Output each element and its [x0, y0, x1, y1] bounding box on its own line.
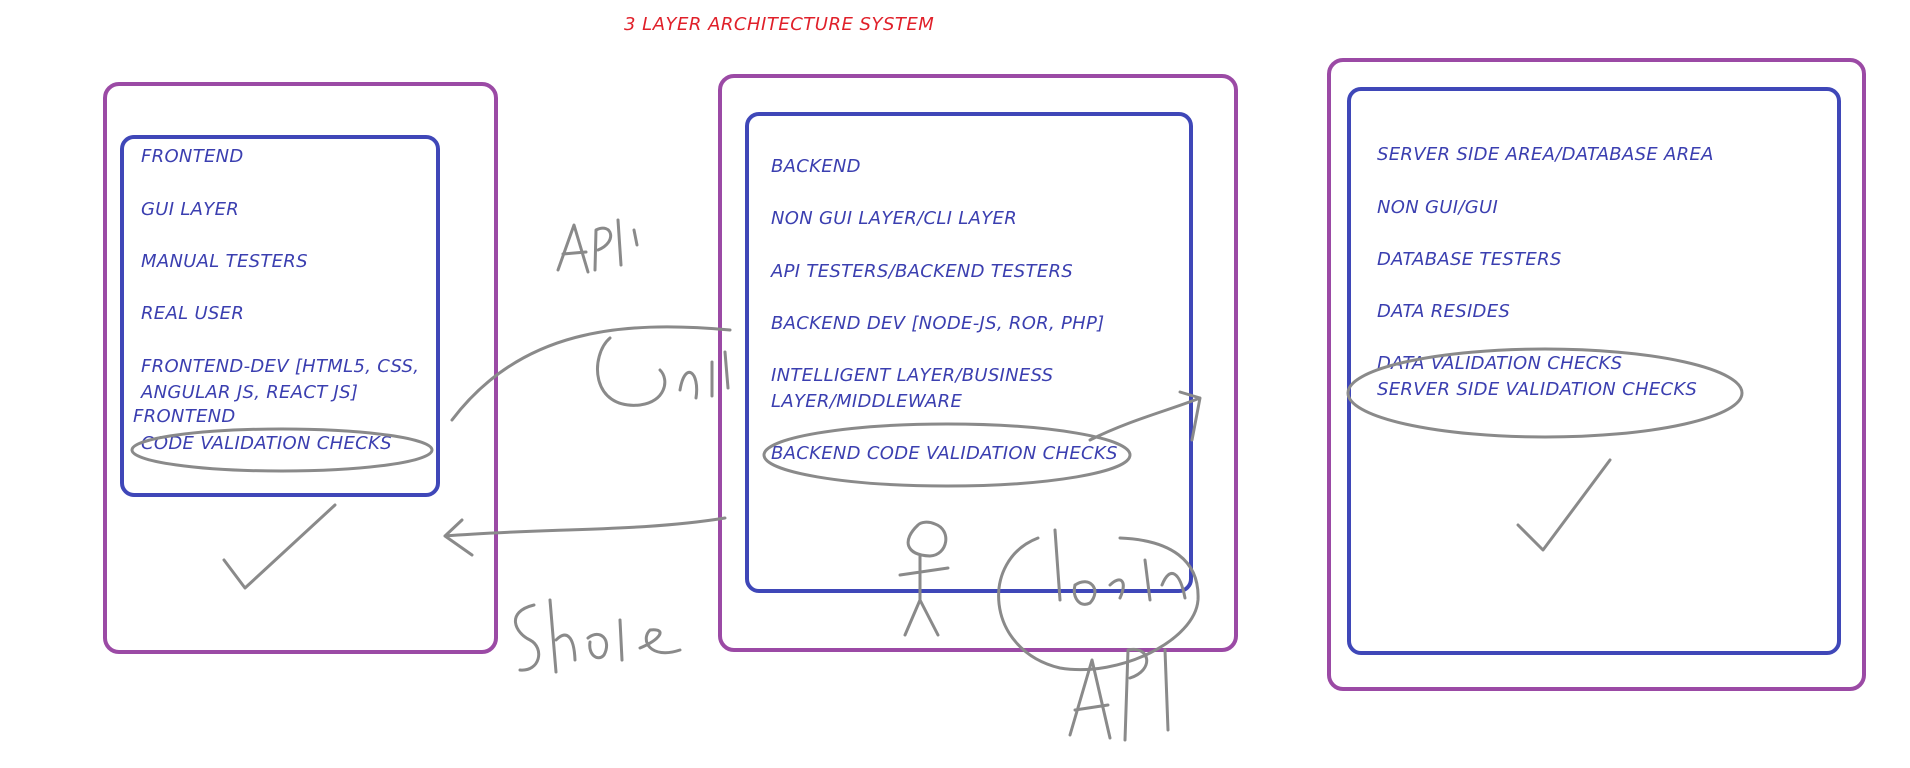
database-item: DATA VALIDATION CHECKS: [1377, 353, 1623, 374]
frontend-item: FRONTEND: [141, 146, 244, 167]
backend-item: LAYER/MIDDLEWARE: [771, 391, 963, 412]
backend-item: BACKEND CODE VALIDATION CHECKS: [771, 443, 1118, 464]
frontend-item: CODE VALIDATION CHECKS: [141, 433, 392, 454]
backend-item: BACKEND DEV [NODE-JS, ROR, PHP]: [771, 313, 1105, 334]
frontend-item: FRONTEND-DEV [HTML5, CSS,: [141, 356, 420, 377]
call-scribble: [596, 336, 730, 407]
backend-item: INTELLIGENT LAYER/BUSINESS: [771, 365, 1054, 386]
backend-item: API TESTERS/BACKEND TESTERS: [771, 261, 1074, 282]
database-item: NON GUI/GUI: [1377, 197, 1499, 218]
frontend-layer-inner-box: [120, 135, 440, 497]
frontend-item: ANGULAR JS, REACT JS]: [141, 382, 359, 403]
frontend-item: REAL USER: [141, 303, 245, 324]
database-layer-outer-box: [1327, 58, 1866, 691]
backend-layer-inner-box: [745, 112, 1193, 593]
api-scribble: [556, 218, 639, 274]
backend-item: BACKEND: [771, 156, 861, 177]
database-item: SERVER SIDE VALIDATION CHECKS: [1377, 379, 1698, 400]
backend-item: NON GUI LAYER/CLI LAYER: [771, 208, 1017, 229]
frontend-item: MANUAL TESTERS: [141, 251, 308, 272]
database-item: SERVER SIDE AREA/DATABASE AREA: [1377, 144, 1714, 165]
database-item: DATA RESIDES: [1377, 301, 1511, 322]
share-scribble: [513, 598, 682, 674]
diagram-title: 3 LAYER ARCHITECTURE SYSTEM: [624, 14, 935, 35]
frontend-item: FRONTEND: [133, 406, 236, 427]
frontend-item: GUI LAYER: [141, 199, 240, 220]
api-under-scribble: [1068, 647, 1170, 742]
database-item: DATABASE TESTERS: [1377, 249, 1562, 270]
